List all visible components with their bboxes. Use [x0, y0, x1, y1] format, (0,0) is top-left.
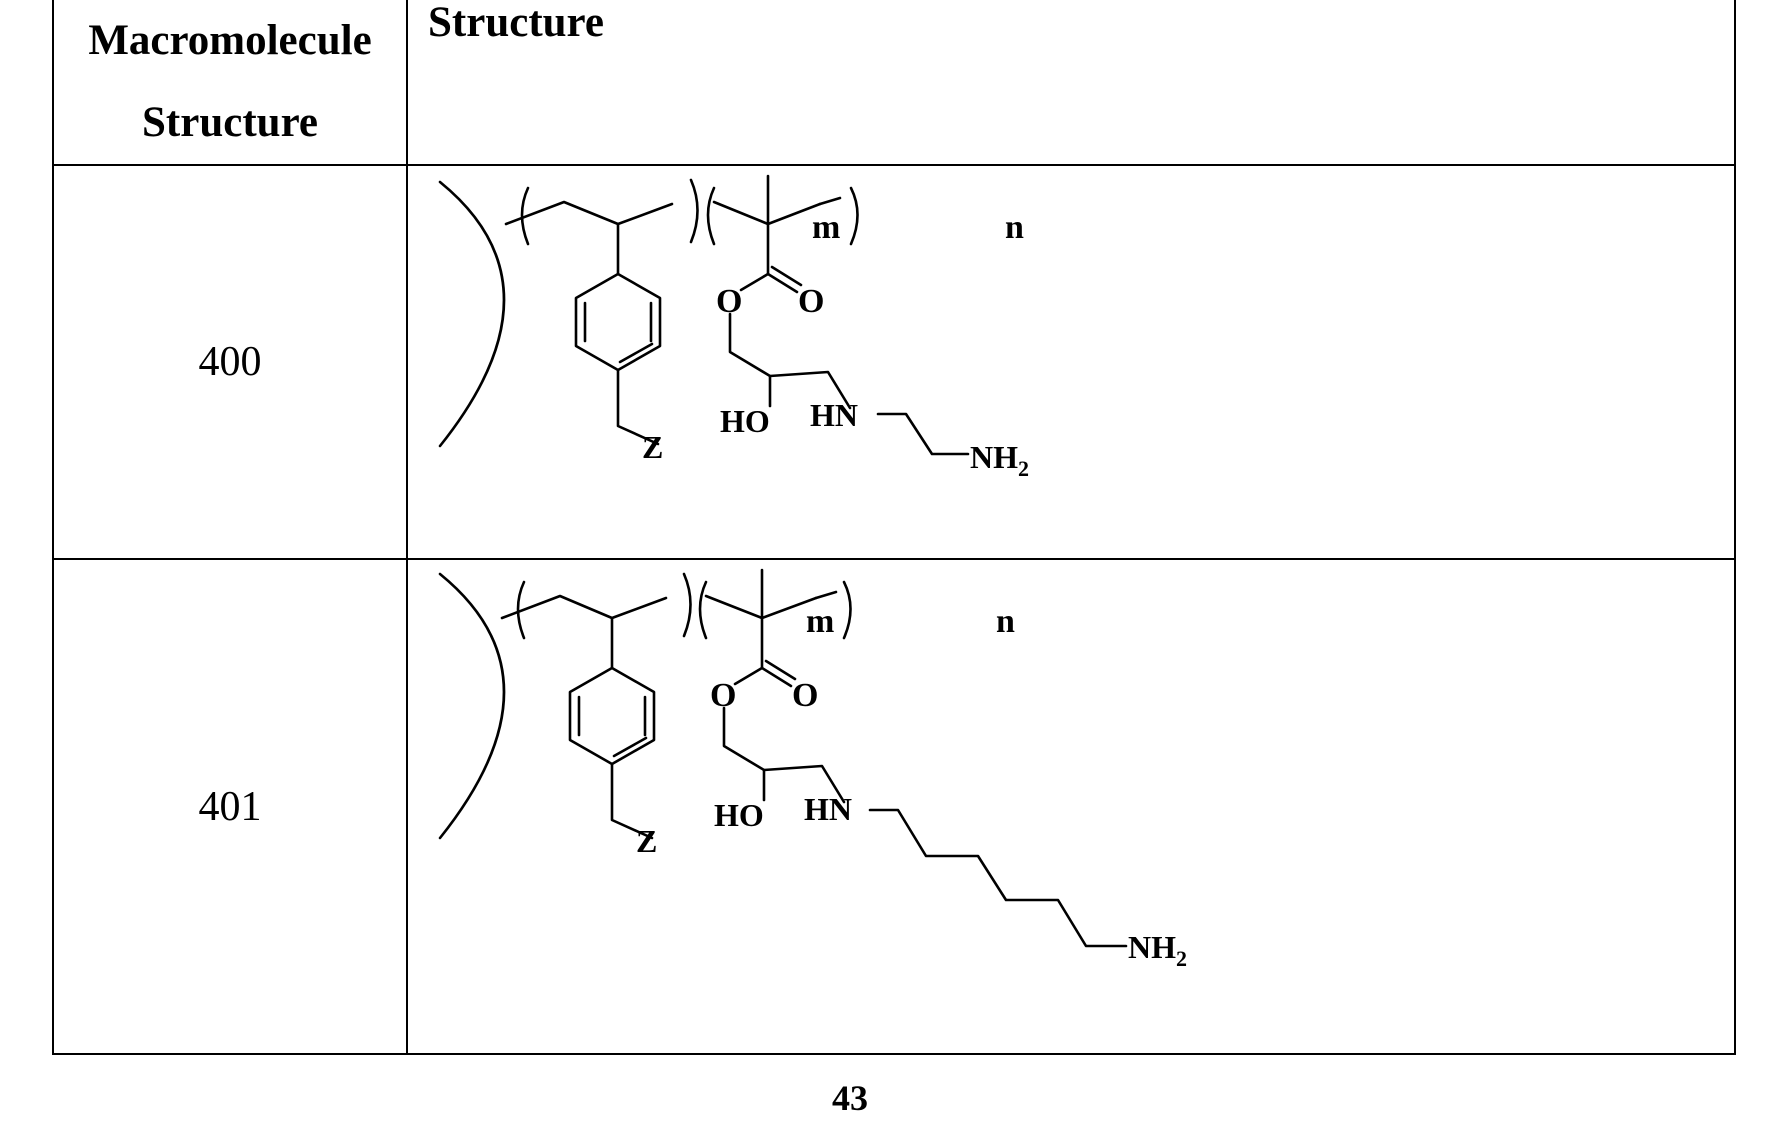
hydroxyl-label: HO	[720, 403, 770, 439]
bead-arc	[440, 574, 504, 838]
structure-drawing-cell: n m O O HO HN Z NH2	[407, 559, 1735, 1054]
z-group-label: Z	[642, 429, 663, 465]
z-group-label: Z	[636, 823, 657, 859]
header-macromolecule-structure: Macromolecule Structure	[53, 0, 407, 165]
table-header-row: Macromolecule Structure Structure	[53, 0, 1735, 165]
page-number: 43	[0, 1077, 1700, 1119]
table-row: 400	[53, 165, 1735, 559]
macromolecule-id: 401	[53, 559, 407, 1054]
nh-text: NH	[970, 439, 1018, 475]
ester-oxygen-label: O	[710, 677, 736, 714]
chemical-structure-401: n m O O HO HN Z NH2	[408, 560, 1734, 1053]
amine-hn-label: HN	[810, 397, 858, 433]
repeat-m-label: m	[806, 603, 834, 640]
carbonyl-oxygen-label: O	[798, 283, 824, 320]
repeat-m-label: m	[812, 209, 840, 246]
terminal-amine-label: NH2	[1128, 929, 1187, 971]
nh-text: NH	[1128, 929, 1176, 965]
ester-oxygen-label: O	[716, 283, 742, 320]
header-structure: Structure	[407, 0, 1735, 165]
structure-table: Macromolecule Structure Structure 400	[52, 0, 1736, 1055]
carbonyl-oxygen-label: O	[792, 677, 818, 714]
hydroxyl-label: HO	[714, 797, 764, 833]
header-col2: Structure	[428, 0, 604, 46]
terminal-amine-label: NH2	[970, 439, 1029, 481]
header-col1-line2: Structure	[142, 99, 318, 146]
amine-hn-label: HN	[804, 791, 852, 827]
structure-drawing-cell: n m O O HO HN Z NH2	[407, 165, 1735, 559]
nh-subscript: 2	[1176, 946, 1187, 971]
repeat-n-label: n	[996, 603, 1015, 640]
bead-arc	[440, 182, 504, 446]
nh-subscript: 2	[1018, 456, 1029, 481]
macromolecule-id: 400	[53, 165, 407, 559]
header-col1-line1: Macromolecule	[88, 17, 371, 64]
chemical-structure-400: n m O O HO HN Z NH2	[408, 166, 1734, 558]
table-row: 401	[53, 559, 1735, 1054]
repeat-n-label: n	[1005, 209, 1024, 246]
